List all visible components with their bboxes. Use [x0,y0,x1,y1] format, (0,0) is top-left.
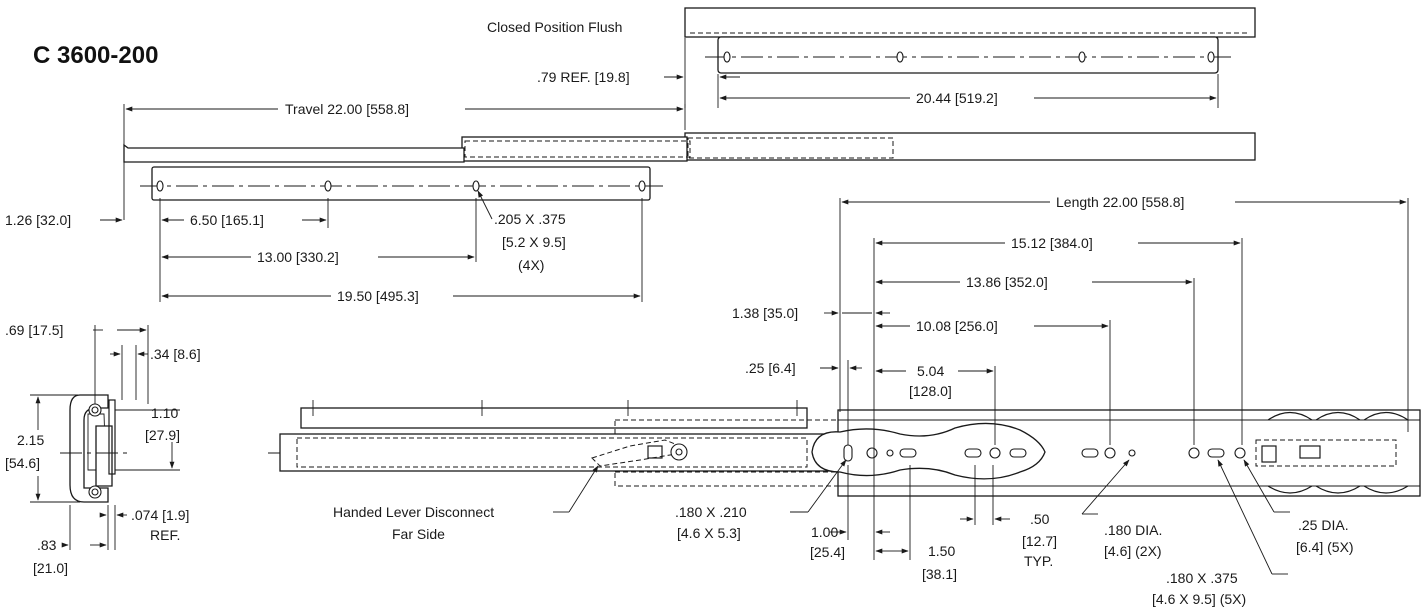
slot-a-callout: .180 X .210 [675,504,747,520]
open-drawer-member [151,166,651,201]
dim-6-50: 6.50 [165.1] [190,212,264,228]
section-offset: .83 [37,537,57,553]
section-lip-dim: .34 [8.6] [150,346,201,362]
hole-small-callout: .180 DIA. [1104,522,1162,538]
dim-1-50: 1.50 [928,543,955,559]
side-view: Length 22.00 [558.8] 15.12 [384.0] 13.86… [268,194,1421,607]
dim-13-86: 13.86 [352.0] [966,274,1048,290]
front-bracket [811,422,1046,480]
hole-large-mm: [6.4] (5X) [1296,539,1354,555]
dim-0-25: .25 [6.4] [745,360,796,376]
side-inner-rail [300,407,808,429]
lever-label-sub: Far Side [392,526,445,542]
travel-dim: Travel 22.00 [558.8] [285,101,409,117]
section-height: 2.15 [17,432,44,448]
dim-5-04: 5.04 [917,363,944,379]
section-height-mm: [54.6] [5,455,40,471]
closed-position-view: Closed Position Flush .79 REF. [19.8] 20… [487,7,1256,108]
open-position-view: Travel 22.00 [558.8] 1.26 [32.0] 6.50 [1… [5,101,1256,304]
dim-0-50-typ: TYP. [1024,553,1053,569]
closed-span-dim: 20.44 [519.2] [916,90,998,106]
closed-ref-dim: .79 REF. [19.8] [537,69,630,85]
side-drawer-member [279,433,841,472]
dim-1-00: 1.00 [811,524,838,540]
slot-a-mm: [4.6 X 5.3] [677,525,741,541]
drawing-title: C 3600-200 [33,42,158,69]
open-inner-rail [123,143,465,163]
hole-large-callout: .25 DIA. [1298,517,1349,533]
dim-5-04-mm: [128.0] [909,383,952,399]
dim-0-50: .50 [1030,511,1050,527]
open-outer-rail [684,132,1256,161]
bracket-holes [843,444,1027,462]
cabinet-holes [1081,447,1246,459]
closed-mounting-holes [723,51,1215,63]
hole-callout: .205 X .375 [494,211,566,227]
dim-10-08: 10.08 [256.0] [916,318,998,334]
dim-1-50-mm: [38.1] [922,566,957,582]
dim-15-12: 15.12 [384.0] [1011,235,1093,251]
section-thickness-ref: REF. [150,527,180,543]
rail-inner-profile [95,425,113,487]
handed-lever [591,439,681,467]
dim-1-00-mm: [25.4] [810,544,845,560]
hole-callout-mm: [5.2 X 9.5] [502,234,566,250]
closed-cabinet-member [717,36,1219,74]
height-dim: 1.26 [32.0] [5,212,71,228]
slot-b-mm: [4.6 X 9.5] (5X) [1152,591,1246,607]
hole-small-mm: [4.6] (2X) [1104,543,1162,559]
hole-count: (4X) [518,257,544,273]
rear-bracket [1255,411,1409,494]
closed-position-label: Closed Position Flush [487,19,622,35]
section-inner-height: 1.10 [151,405,178,421]
section-offset-mm: [21.0] [33,560,68,576]
dim-1-38: 1.38 [35.0] [732,305,798,321]
rail-profile [69,394,109,503]
dim-19-50: 19.50 [495.3] [337,288,419,304]
slot-b-callout: .180 X .375 [1166,570,1238,586]
section-thickness: .074 [1.9] [131,507,189,523]
section-inner-height-mm: [27.9] [145,427,180,443]
section-width-dim: .69 [17.5] [5,322,63,338]
open-mounting-holes [156,180,646,192]
closed-outer-rail [684,7,1256,38]
dim-13-00: 13.00 [330.2] [257,249,339,265]
cross-section-view: .69 [17.5] .34 [8.6] 1.10 [27.9] 2.15 [5… [5,322,201,576]
dim-0-50-mm: [12.7] [1022,533,1057,549]
lever-label: Handed Lever Disconnect [333,504,494,520]
length-dim: Length 22.00 [558.8] [1056,194,1184,210]
